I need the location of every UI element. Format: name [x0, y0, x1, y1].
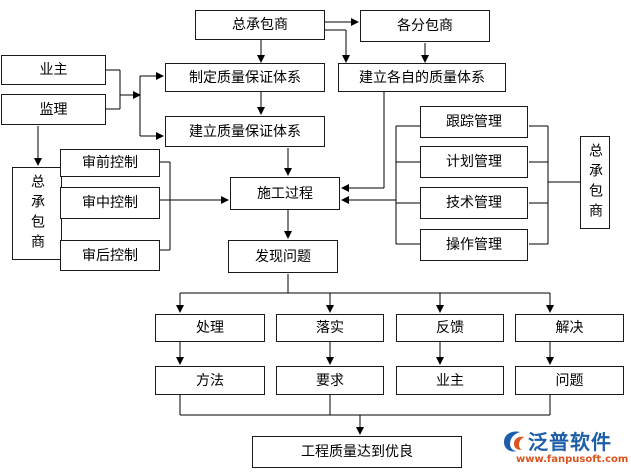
pre-review-box: 审前控制	[60, 149, 160, 177]
requirement-box: 要求	[276, 366, 384, 395]
formulate-qa-box: 制定质量保证体系	[165, 63, 325, 92]
mid-review-box: 审中控制	[60, 187, 160, 219]
subcontractor-box: 各分包商	[360, 10, 490, 42]
implement-box: 落实	[276, 314, 384, 342]
final-quality-box: 工程质量达到优良	[252, 436, 462, 468]
owner2-box: 业主	[396, 366, 504, 395]
resolve-box: 解决	[515, 314, 624, 342]
left-general-contractor-box: 总承包商	[12, 167, 62, 260]
planning-box: 计划管理	[420, 146, 528, 178]
establish-own-qs-box: 建立各自的质量体系	[338, 63, 506, 92]
construction-box: 施工过程	[230, 177, 340, 210]
general-contractor-box: 总承包商	[195, 10, 325, 40]
owner-box: 业主	[1, 55, 106, 85]
establish-qa-box: 建立质量保证体系	[165, 116, 325, 147]
tracking-box: 跟踪管理	[420, 106, 528, 138]
fanpusoft-logo: 泛普软件 www.fanpusoft.com	[498, 424, 628, 470]
logo-mark-icon	[504, 431, 524, 452]
problem-box: 问题	[515, 366, 624, 395]
technical-box: 技术管理	[420, 187, 528, 219]
feedback-box: 反馈	[396, 314, 504, 342]
method-box: 方法	[155, 366, 265, 395]
supervisor-box: 监理	[1, 94, 106, 125]
right-general-contractor-box: 总承包商	[580, 136, 610, 229]
operation-box: 操作管理	[420, 229, 528, 261]
handle-box: 处理	[155, 314, 265, 342]
logo-brand-text: 泛普软件	[528, 430, 612, 454]
logo-url-text: www.fanpusoft.com	[516, 454, 629, 465]
post-review-box: 审后控制	[60, 240, 160, 271]
discover-box: 发现问题	[228, 240, 338, 273]
